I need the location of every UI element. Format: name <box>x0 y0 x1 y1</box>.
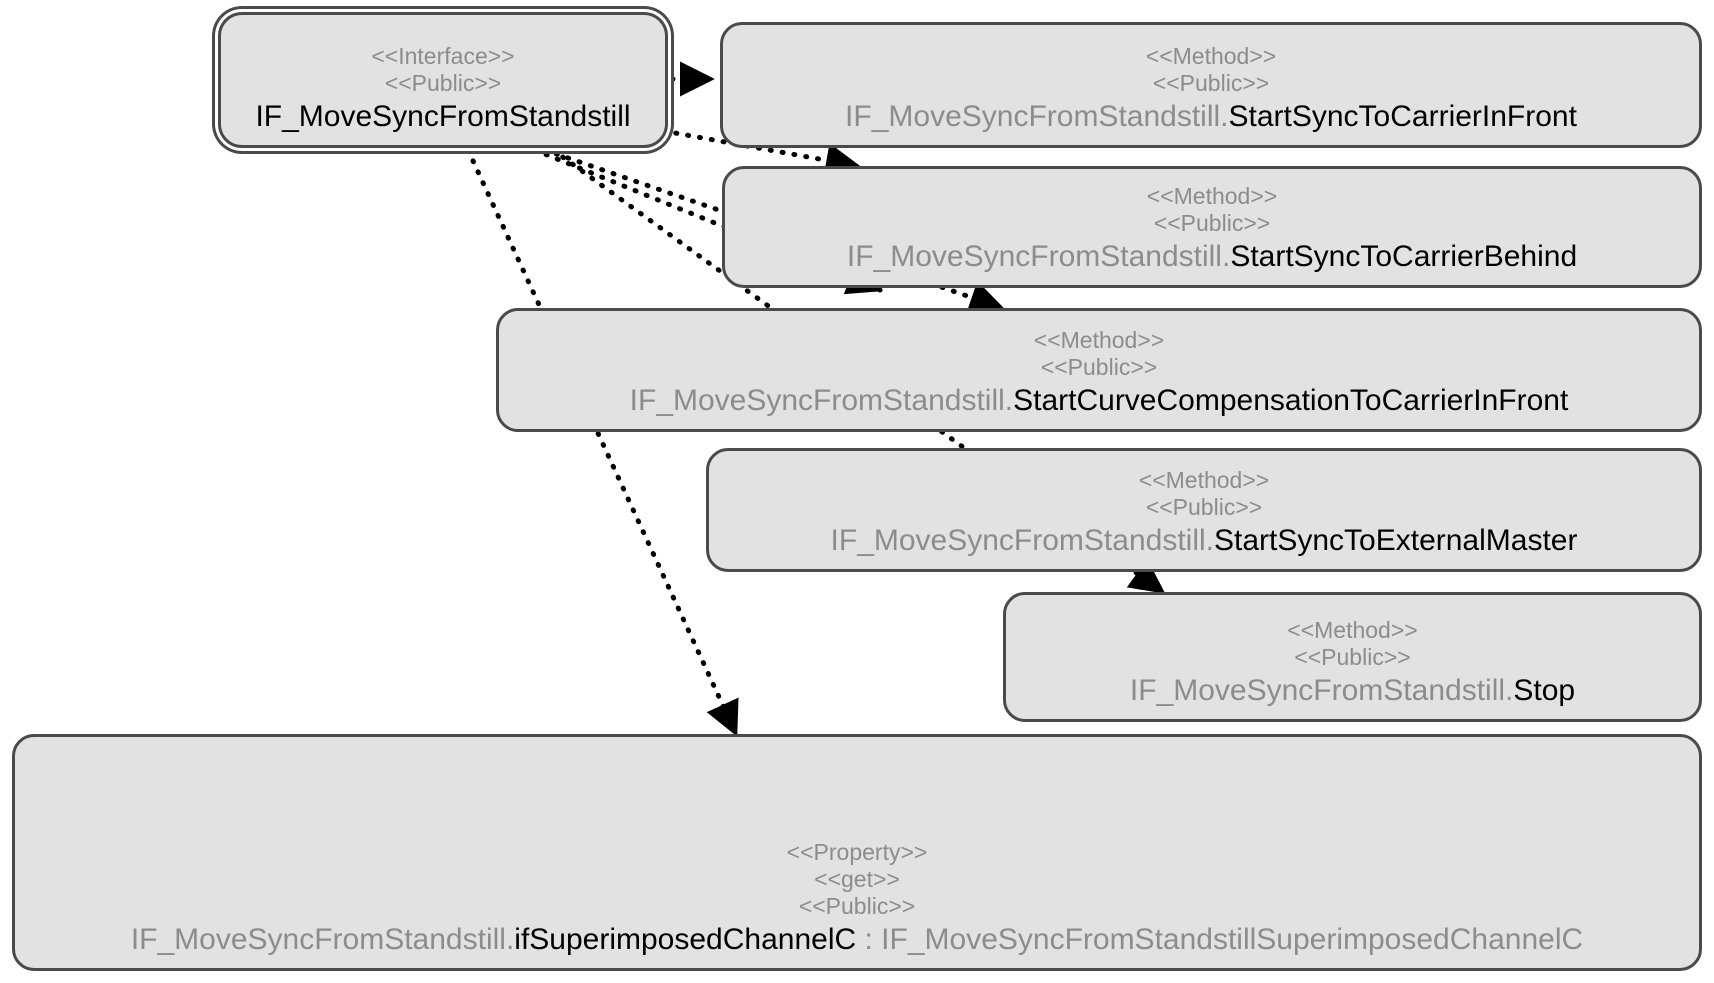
node-title-name: Stop <box>1513 674 1576 707</box>
stereotype-line: <<Method>> <box>1287 617 1418 643</box>
node-title-prefix: IF_MoveSyncFromStandstill. <box>629 384 1014 417</box>
node-method-startcurvecompensationtocarrierinfront[interactable]: <<Method>> <<Public>> IF_MoveSyncFromSta… <box>496 308 1702 432</box>
stereotype-line: <<Public>> <box>1294 644 1411 670</box>
node-title-name: ifSuperimposedChannelC <box>514 923 857 956</box>
node-title-name: StartSyncToExternalMaster <box>1213 524 1578 557</box>
stereotype-line: <<Method>> <box>1138 467 1270 493</box>
stereotype-line: <<Method>> <box>1145 43 1277 69</box>
node-title-name: StartSyncToCarrierInFront <box>1228 100 1577 133</box>
node-title-prefix: IF_MoveSyncFromStandstill. <box>130 923 515 956</box>
node-title: IF_MoveSyncFromStandstill.StartSyncToExt… <box>831 521 1578 563</box>
node-title: IF_MoveSyncFromStandstill.Stop <box>1130 671 1575 713</box>
node-interface-if-movesyncfromstandstill[interactable]: <<Interface>> <<Public>> IF_MoveSyncFrom… <box>218 12 668 148</box>
node-title: IF_MoveSyncFromStandstill.ifSuperimposed… <box>131 920 1583 962</box>
node-method-startsynctoexternalmaster[interactable]: <<Method>> <<Public>> IF_MoveSyncFromSta… <box>706 448 1702 572</box>
stereotype-line: <<Method>> <box>1033 327 1165 353</box>
node-title-prefix: IF_MoveSyncFromStandstill. <box>846 240 1231 273</box>
stereotype-line: <<get>> <box>814 866 900 892</box>
stereotype-line: <<Public>> <box>798 893 916 919</box>
stereotype-line: <<Public>> <box>384 70 502 96</box>
stereotype-line: <<Public>> <box>1152 70 1270 96</box>
node-title-name: IF_MoveSyncFromStandstill <box>255 100 631 133</box>
node-property-ifsuperimposedchannelc[interactable]: <<Property>> <<get>> <<Public>> IF_MoveS… <box>12 734 1702 971</box>
edge-interface-to-ifsuperimposedchannelc <box>465 147 739 737</box>
node-title-prefix: IF_MoveSyncFromStandstill. <box>1129 674 1514 707</box>
stereotype-line: <<Public>> <box>1153 210 1271 236</box>
node-title-prefix: IF_MoveSyncFromStandstill. <box>845 100 1229 133</box>
node-method-startsynctocarrierbehind[interactable]: <<Method>> <<Public>> IF_MoveSyncFromSta… <box>722 166 1702 288</box>
node-title: IF_MoveSyncFromStandstill.StartSyncToCar… <box>847 237 1577 279</box>
node-title-separator: : <box>856 923 882 956</box>
node-title: IF_MoveSyncFromStandstill <box>255 97 630 139</box>
stereotype-line: <<Interface>> <box>371 43 515 69</box>
node-title-type: IF_MoveSyncFromStandstillSuperimposedCha… <box>881 923 1584 956</box>
node-method-stop[interactable]: <<Method>> <<Public>> IF_MoveSyncFromSta… <box>1003 592 1702 722</box>
node-title: IF_MoveSyncFromStandstill.StartCurveComp… <box>630 381 1569 423</box>
node-title-name: StartSyncToCarrierBehind <box>1230 240 1578 273</box>
node-title-prefix: IF_MoveSyncFromStandstill. <box>830 524 1214 557</box>
stereotype-line: <<Property>> <box>786 839 928 865</box>
stereotype-line: <<Public>> <box>1145 494 1263 520</box>
node-title-name: StartCurveCompensationToCarrierInFront <box>1013 384 1569 417</box>
node-title: IF_MoveSyncFromStandstill.StartSyncToCar… <box>845 97 1577 139</box>
node-method-startsynctocarrierinfront[interactable]: <<Method>> <<Public>> IF_MoveSyncFromSta… <box>720 22 1702 148</box>
stereotype-line: <<Public>> <box>1040 354 1158 380</box>
stereotype-line: <<Method>> <box>1146 183 1278 209</box>
